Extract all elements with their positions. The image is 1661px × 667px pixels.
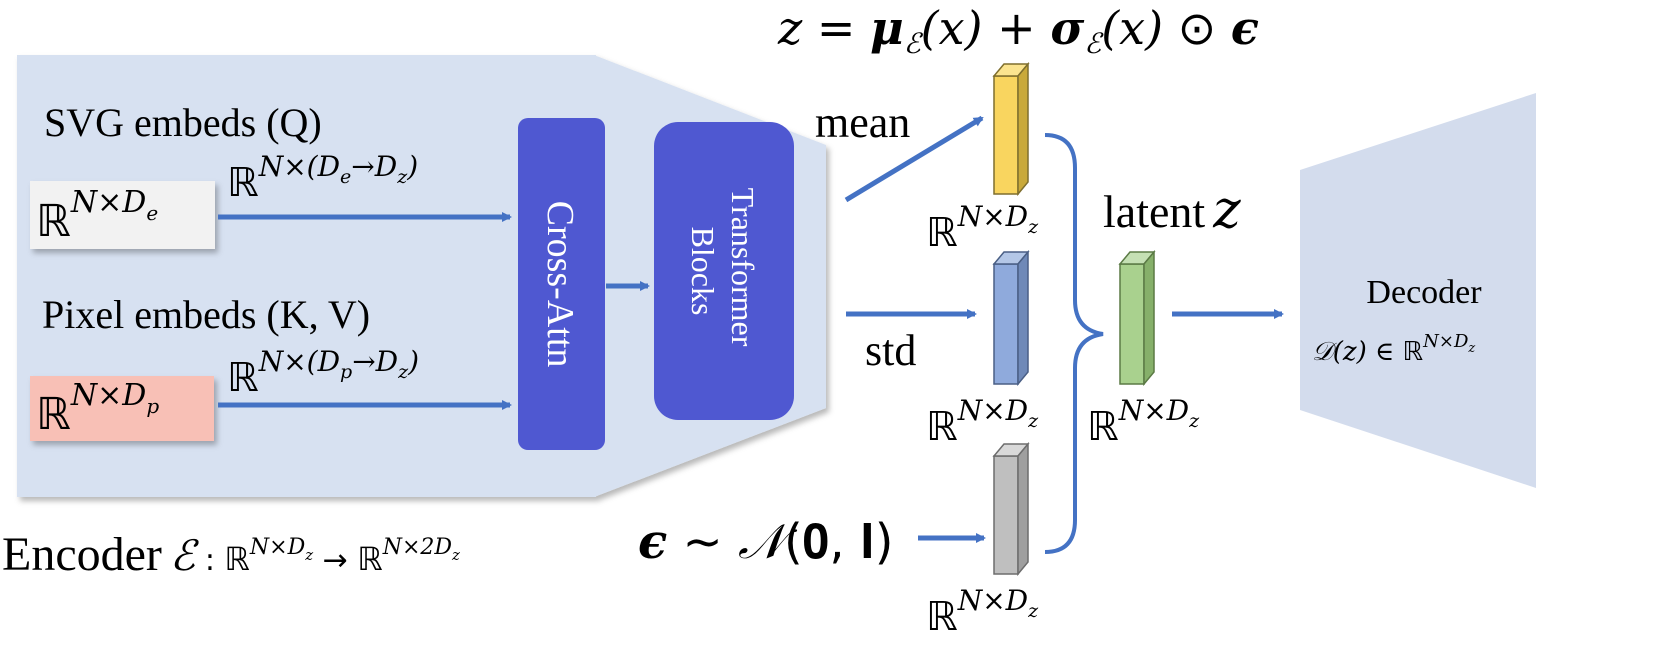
std-dims-label: ℝN×Dz: [926, 394, 1039, 450]
noise-vector-bar: [992, 441, 1030, 577]
decoder-expression: 𝒟(z) ∈ ℝN×Dz: [1312, 331, 1475, 367]
pixel-projection-label: ℝN×(Dp→Dz): [227, 345, 419, 401]
svg-embeds-label: SVG embeds (Q): [44, 100, 322, 145]
svg-text:Cross-Attn: Cross-Attn: [539, 201, 581, 368]
latent-vector-bar: [1118, 249, 1156, 387]
svg-text:ℝN×De: ℝN×De: [36, 185, 158, 247]
mean-dims-label: ℝN×Dz: [926, 200, 1039, 256]
mean-label: mean: [815, 98, 910, 147]
mean-arrow: [844, 115, 984, 203]
pixel-embeds-label: Pixel embeds (K, V): [42, 292, 370, 337]
std-label: std: [865, 326, 916, 375]
latent-dims-label: ℝN×Dz: [1087, 394, 1200, 450]
pixel-input-box: ℝN×Dp: [30, 376, 214, 441]
decoder-title: Decoder: [1366, 274, 1482, 311]
combine-brace: [1044, 133, 1104, 554]
cross-attn-block: Cross-Attn: [518, 118, 605, 450]
transformer-blocks: Transformer Blocks: [654, 122, 794, 420]
mean-vector-bar: [992, 61, 1030, 197]
noise-dims-label: ℝN×Dz: [926, 584, 1039, 640]
svg-text:ℝN×Dp: ℝN×Dp: [36, 378, 159, 440]
noise-expression: ϵ ∼ 𝒩(𝟎, 𝐈): [638, 514, 894, 570]
decoder-panel: Decoder 𝒟(z) ∈ ℝN×Dz: [1300, 93, 1536, 488]
svg-text:Transformer Blocks: Transformer Blocks: [685, 188, 761, 355]
std-vector-bar: [992, 249, 1030, 387]
svg-input-box: ℝN×De: [30, 181, 215, 249]
svg-projection-label: ℝN×(De→Dz): [227, 150, 418, 206]
reparameterization-equation: z = μℰ(x) + σℰ(x) ⊙ ϵ: [777, 1, 1259, 60]
